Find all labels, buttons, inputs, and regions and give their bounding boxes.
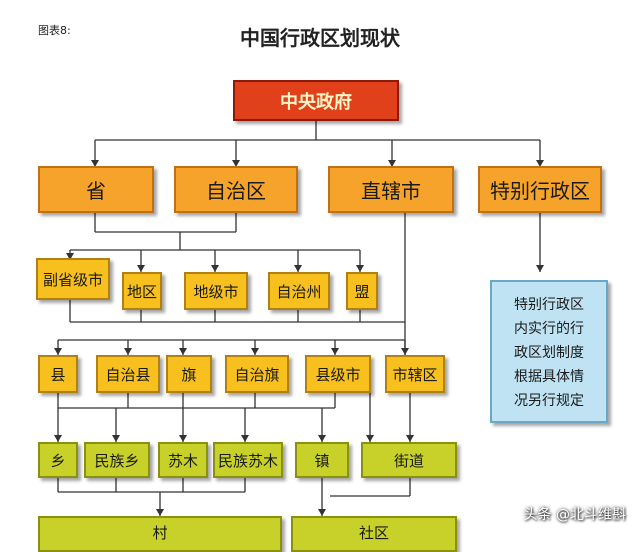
node-special-administrative-region: 特别行政区 bbox=[478, 166, 602, 213]
connector-lines bbox=[54, 121, 544, 516]
node-prefecture-city: 地级市 bbox=[184, 272, 248, 310]
node-ethnic-sumu: 民族苏木 bbox=[213, 442, 283, 478]
node-central-government: 中央政府 bbox=[233, 80, 399, 121]
node-league: 盟 bbox=[346, 272, 378, 310]
sar-note-line: 况另行规定 bbox=[514, 392, 584, 409]
node-township: 乡 bbox=[38, 442, 78, 478]
figure-label: 图表8: bbox=[38, 24, 71, 37]
node-subdistrict: 街道 bbox=[361, 442, 457, 478]
sar-note-line: 特别行政区 bbox=[514, 296, 584, 313]
node-sar-note: 特别行政区 内实行的行 政区划制度 根据具体情 况另行规定 bbox=[490, 280, 608, 423]
node-autonomous-prefecture: 自治州 bbox=[268, 272, 330, 310]
node-prefecture: 地区 bbox=[122, 272, 162, 310]
node-town: 镇 bbox=[295, 442, 349, 478]
node-county: 县 bbox=[38, 355, 78, 393]
node-municipal-district: 市辖区 bbox=[385, 355, 445, 393]
page-title: 中国行政区划现状 bbox=[240, 26, 400, 50]
node-county-level-city: 县级市 bbox=[305, 355, 371, 393]
node-autonomous-county: 自治县 bbox=[96, 355, 160, 393]
node-autonomous-banner: 自治旗 bbox=[225, 355, 289, 393]
node-sub-provincial-city: 副省级市 bbox=[36, 258, 110, 300]
node-community: 社区 bbox=[291, 516, 457, 552]
node-autonomous-region: 自治区 bbox=[174, 166, 298, 213]
node-banner: 旗 bbox=[166, 355, 212, 393]
node-sumu: 苏木 bbox=[158, 442, 208, 478]
sar-note-line: 根据具体情 bbox=[514, 368, 584, 385]
sar-note-line: 内实行的行 bbox=[514, 320, 584, 337]
diagram-frame: 图表8: 中国行政区划现状 中央政府 省 自治区 直辖市 特别行政区 副省级市 … bbox=[36, 24, 626, 552]
node-ethnic-township: 民族乡 bbox=[84, 442, 150, 478]
node-province: 省 bbox=[38, 166, 154, 213]
watermark: 头条 @北斗维斟 bbox=[523, 507, 626, 523]
sar-note-line: 政区划制度 bbox=[514, 344, 584, 361]
node-municipality: 直辖市 bbox=[328, 166, 454, 213]
node-village: 村 bbox=[38, 516, 282, 552]
